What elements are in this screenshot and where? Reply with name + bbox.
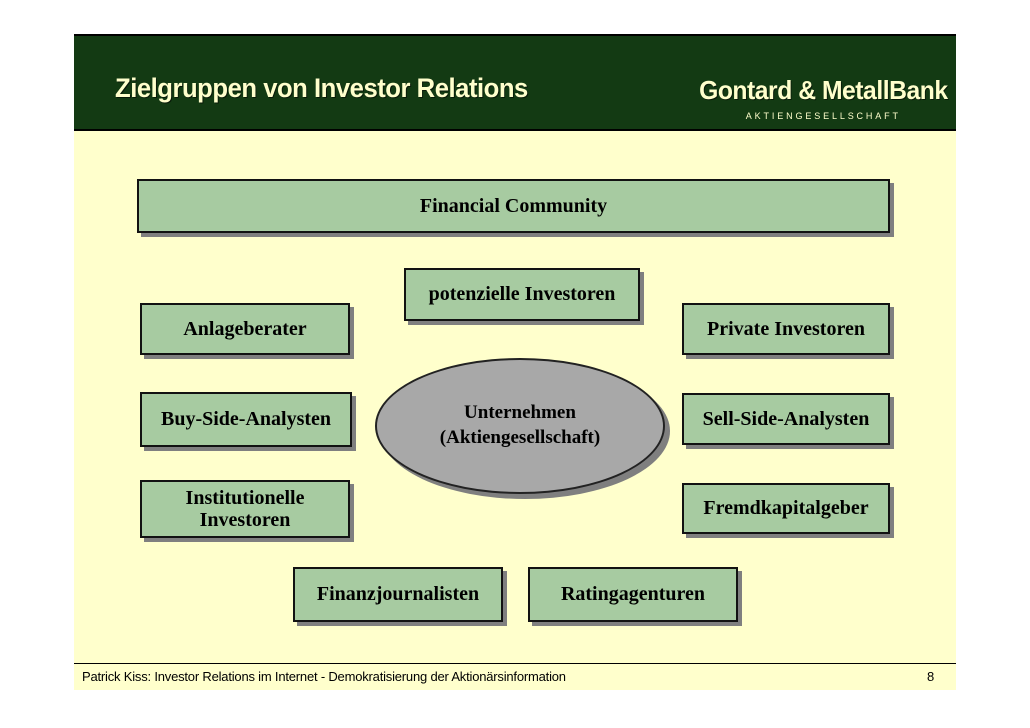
diagram-box-buy-side-analysten: Buy-Side-Analysten bbox=[140, 392, 352, 447]
diagram-box-ratingagenturen: Ratingagenturen bbox=[528, 567, 738, 622]
slide-header: Zielgruppen von Investor Relations Gonta… bbox=[74, 34, 956, 131]
slide-title: Zielgruppen von Investor Relations bbox=[115, 73, 528, 103]
diagram-box-fremdkapitalgeber: Fremdkapitalgeber bbox=[682, 483, 890, 534]
brand-name: Gontard & MetallBank bbox=[699, 75, 948, 105]
footer-credit: Patrick Kiss: Investor Relations im Inte… bbox=[82, 669, 566, 684]
diagram-box-financial-community: Financial Community bbox=[137, 179, 890, 233]
diagram-box-potenzielle-investoren: potenzielle Investoren bbox=[404, 268, 640, 321]
slide-footer: Patrick Kiss: Investor Relations im Inte… bbox=[74, 663, 956, 690]
slide: Zielgruppen von Investor Relations Gonta… bbox=[74, 34, 956, 690]
brand-subtitle: AKTIENGESELLSCHAFT bbox=[746, 111, 902, 122]
diagram-box-finanzjournalisten: Finanzjournalisten bbox=[293, 567, 503, 622]
ellipse-line2: (Aktiengesellschaft) bbox=[439, 427, 601, 448]
brand-logo: Gontard & MetallBank AKTIENGESELLSCHAFT bbox=[699, 75, 948, 122]
diagram-box-sell-side-analysten: Sell-Side-Analysten bbox=[682, 393, 890, 445]
diagram-box-private-investoren: Private Investoren bbox=[682, 303, 890, 355]
ellipse-line1: Unternehmen bbox=[464, 402, 576, 424]
diagram-box-institutionelle-investoren: Institutionelle Investoren bbox=[140, 480, 350, 538]
diagram-ellipse-unternehmen: Unternehmen (Aktiengesellschaft) bbox=[375, 358, 665, 494]
diagram-box-anlageberater: Anlageberater bbox=[140, 303, 350, 355]
page-number: 8 bbox=[926, 669, 934, 684]
